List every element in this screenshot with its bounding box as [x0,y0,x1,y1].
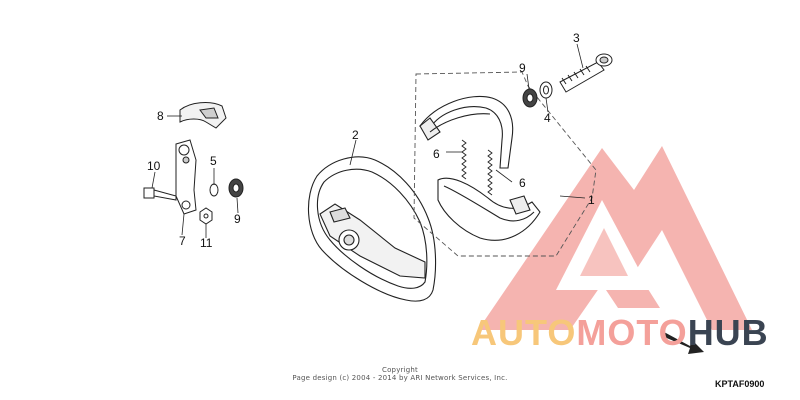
callout-4: 4 [544,111,551,125]
callout-3: 3 [573,31,580,45]
callout-5: 5 [210,154,217,168]
watermark-brand: AUTOMOTOHUB [471,312,769,353]
callout-8: 8 [157,109,164,123]
callout-7: 7 [179,234,186,248]
arm-bolt [143,187,177,201]
brake-panel [307,156,437,302]
callout-6-lower: 6 [519,176,526,190]
callout-6-upper: 6 [433,147,440,161]
cam-washer [539,81,553,99]
callout-11: 11 [200,236,213,250]
arm-washer [209,183,219,197]
copyright-title: Copyright [381,366,418,374]
cam-seal [522,88,538,108]
callout-1: 1 [588,193,595,207]
brake-arm [175,139,197,215]
callout-9-cam: 9 [519,61,526,75]
brake-springs [461,139,493,196]
brake-cam [559,53,613,93]
brake-shoe-assembly-box [413,71,597,257]
front-direction-arrow [662,332,704,354]
brake-shoes [419,95,541,241]
callout-10: 10 [147,159,161,173]
arm-nut-small [199,207,213,225]
callout-9-arm: 9 [234,212,241,226]
callout-2: 2 [352,128,359,142]
leader-lines [151,43,586,238]
diagram-code: KPTAF0900 [715,379,765,389]
watermark-logo [478,146,752,330]
copyright-line: Page design (c) 2004 - 2014 by ARI Netwo… [292,374,508,382]
wear-indicator [179,102,227,129]
arm-nut [228,178,244,198]
